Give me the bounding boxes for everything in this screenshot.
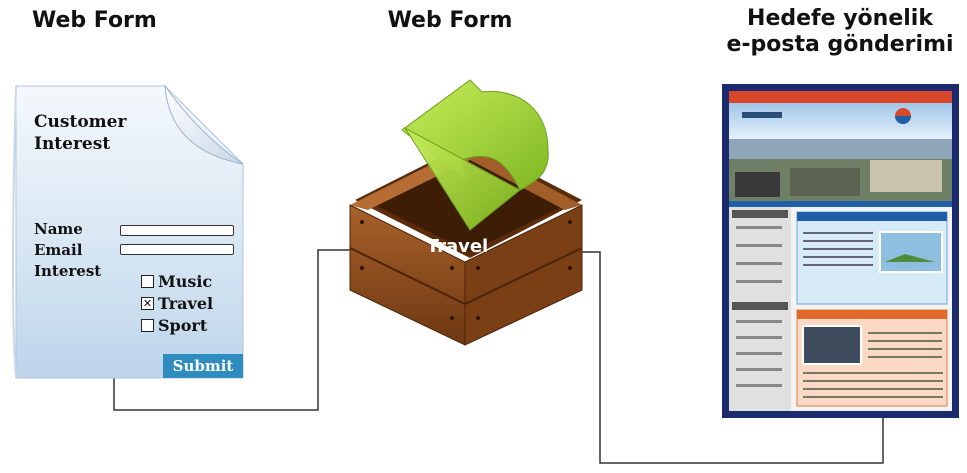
option-music[interactable]: Music <box>141 272 212 291</box>
email-label: Email <box>34 241 83 259</box>
connector-box-to-email <box>582 251 884 464</box>
option-sport[interactable]: Sport <box>141 316 207 335</box>
email-heading: Hedefe yönelik e-posta gönderimi <box>705 6 967 58</box>
web-form-heading: Web Form <box>32 8 157 33</box>
interest-label: Interest <box>34 262 102 280</box>
sport-checkbox[interactable] <box>141 319 154 332</box>
option-music-label: Music <box>158 272 213 291</box>
music-checkbox[interactable] <box>141 275 154 288</box>
name-label: Name <box>34 220 83 238</box>
email-field[interactable] <box>120 244 234 255</box>
incoming-arrow-icon <box>401 79 549 231</box>
email-heading-line1: Hedefe yönelik <box>747 6 933 31</box>
connector-form-to-box <box>113 249 352 411</box>
travel-checkbox[interactable]: ✕ <box>141 297 154 310</box>
email-heading-line2: e-posta gönderimi <box>726 32 954 57</box>
box-label: Travel <box>426 236 489 257</box>
name-field[interactable] <box>120 225 234 236</box>
form-title: Customer Interest <box>34 111 126 155</box>
newsletter-thumbnail <box>722 84 959 418</box>
option-travel[interactable]: ✕ Travel <box>141 294 213 313</box>
option-sport-label: Sport <box>158 316 208 335</box>
form-title-line2: Interest <box>34 134 111 154</box>
form-title-line1: Customer <box>34 112 127 132</box>
box-heading: Web Form <box>387 8 513 33</box>
submit-button[interactable]: Submit <box>163 354 243 378</box>
option-travel-label: Travel <box>158 294 214 313</box>
